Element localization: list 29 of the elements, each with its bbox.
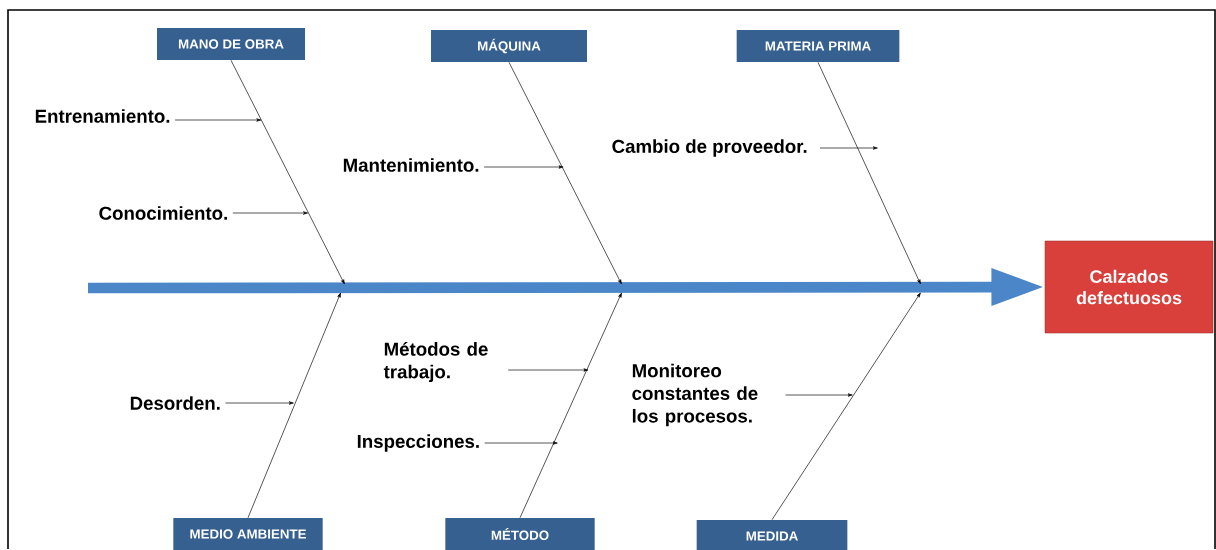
- arrow: [785, 393, 853, 397]
- arrow: [819, 146, 878, 150]
- category-box: MEDIO AMBIENTE: [173, 518, 323, 550]
- cause-text: Cambio de proveedor.: [612, 139, 807, 157]
- arrow: [484, 441, 558, 445]
- cause-text: Métodos de trabajo.: [383, 341, 488, 383]
- category-box: MANO DE OBRA: [157, 28, 305, 60]
- bone-arrow: [508, 61, 622, 285]
- cause-text: Desorden.: [130, 396, 220, 410]
- bone-arrow: [771, 292, 921, 521]
- bone-arrow: [247, 292, 341, 519]
- cause-text: Monitoreo constantes de los procesos.: [632, 363, 758, 427]
- category-box: MÉTODO: [445, 518, 595, 550]
- bone-arrow: [230, 59, 345, 285]
- bone-arrow: [519, 292, 622, 519]
- category-box: MÁQUINA: [431, 30, 587, 62]
- cause-text: Conocimiento.: [99, 206, 227, 220]
- cause-text: Entrenamiento.: [35, 109, 170, 123]
- arrow: [225, 401, 294, 405]
- arrow: [174, 118, 262, 122]
- arrow: [483, 165, 564, 169]
- arrow: [232, 211, 308, 215]
- cause-text: Mantenimiento.: [343, 158, 479, 172]
- category-box: MEDIDA: [696, 520, 848, 550]
- cause-text: Inspecciones.: [357, 434, 479, 452]
- bone-arrow: [817, 61, 921, 285]
- arrow: [507, 368, 589, 372]
- effect-box: Calzados defectuosos: [1044, 240, 1214, 334]
- category-box: MATERIA PRIMA: [736, 30, 900, 62]
